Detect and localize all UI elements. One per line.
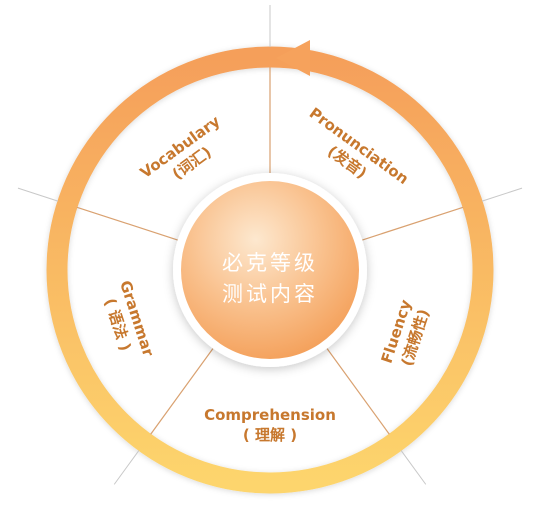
outer-ring	[46, 46, 494, 494]
ring-arrow-icon	[276, 40, 310, 76]
segment-label-comprehension-zh: ( 理解 )	[243, 426, 297, 444]
divider-upper-left	[76, 206, 178, 241]
divider-lower-left	[150, 348, 214, 435]
divider-lower-right	[326, 348, 390, 435]
segment-label-fluency: Fluency (流畅性)	[378, 297, 433, 368]
segment-label-vocabulary: Vocabulary (词汇)	[137, 112, 224, 183]
divider-extension-upper-left	[17, 187, 59, 202]
center-title-line-1: 必克等级	[222, 251, 318, 275]
segment-label-comprehension: Comprehension ( 理解 )	[204, 406, 336, 444]
segment-label-comprehension-en: Comprehension	[204, 406, 336, 424]
divider-upper-right	[362, 206, 464, 241]
divider-extension-lower-left	[113, 450, 140, 485]
segment-dividers	[17, 5, 523, 485]
divider-extension-lower-right	[400, 450, 427, 485]
center-disc	[181, 181, 359, 359]
divider-extension-upper-right	[481, 187, 523, 202]
segment-label-grammar: Grammar ( 语法 )	[101, 278, 158, 359]
center-title-line-2: 测试内容	[222, 282, 318, 306]
